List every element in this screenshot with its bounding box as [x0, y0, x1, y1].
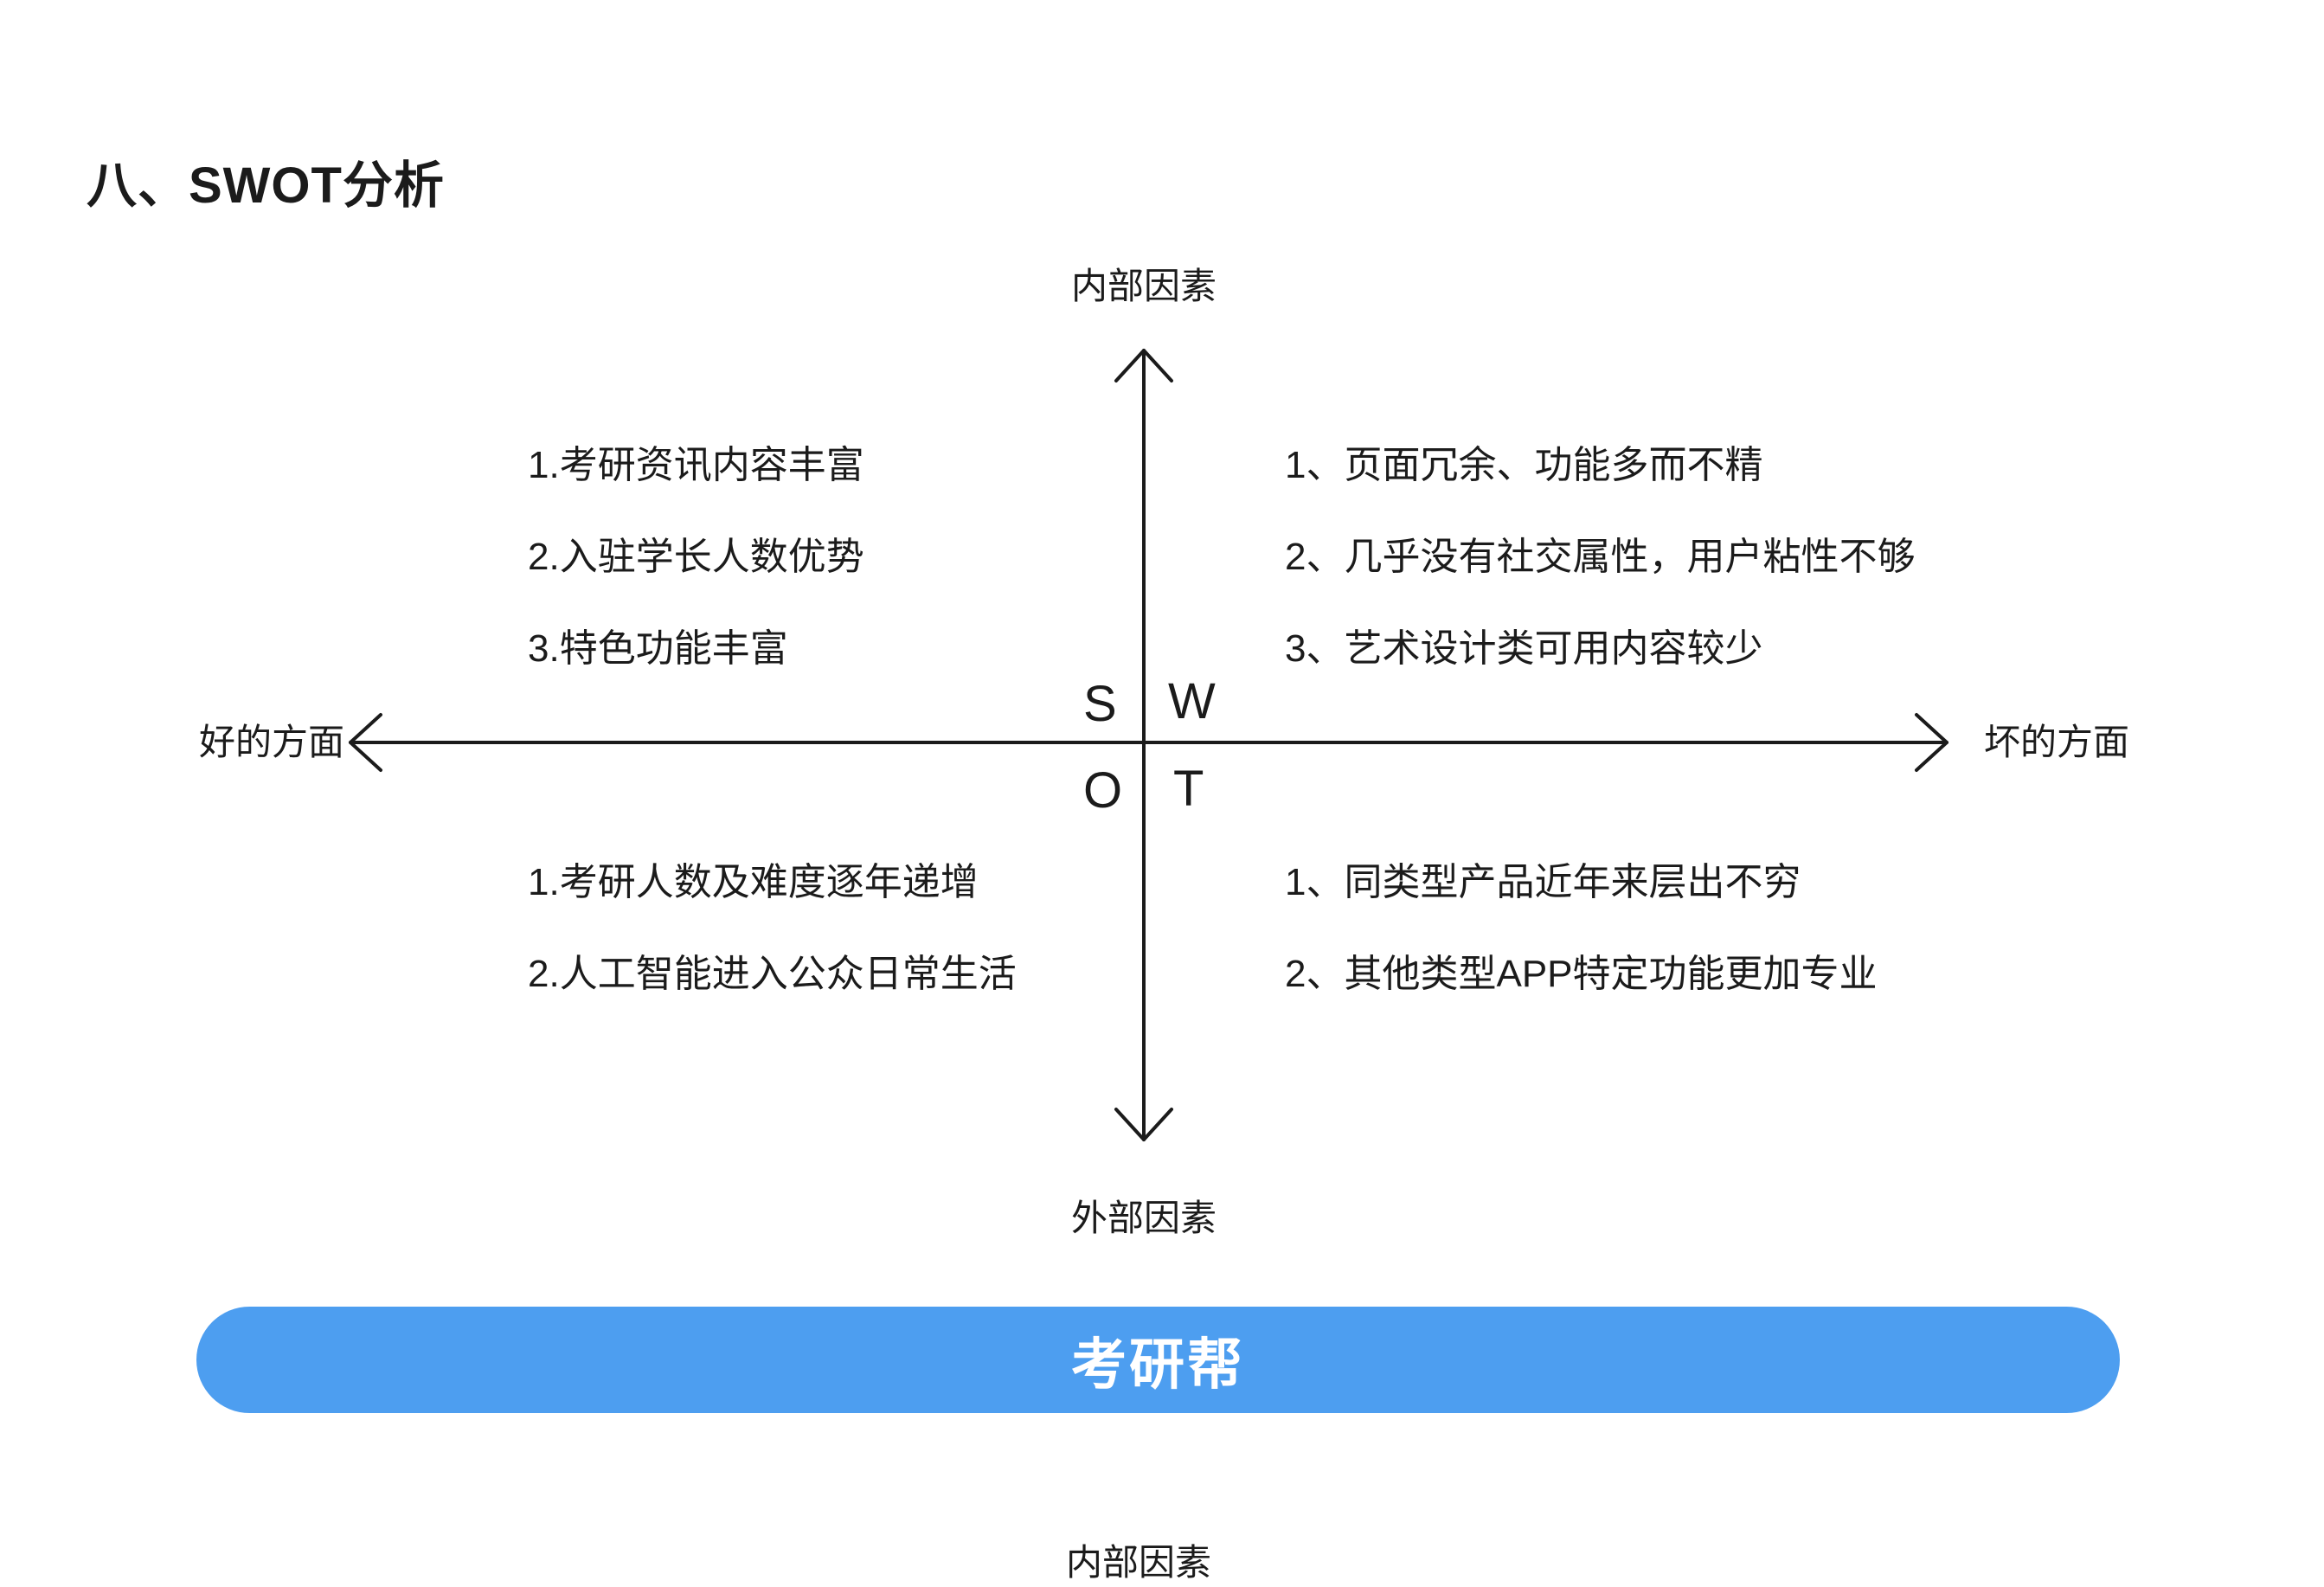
- left-arrowhead-icon: [349, 713, 382, 772]
- quadrant-letter-opportunities: O: [1083, 762, 1123, 819]
- axis-label-bad-aspects: 坏的方面: [1984, 722, 2130, 762]
- list-item: 2、其他类型APP特定功能更加专业: [1285, 953, 1878, 995]
- axis-label-good-aspects: 好的方面: [199, 722, 345, 762]
- list-item: 2、几乎没有社交属性，用户粘性不够: [1285, 536, 1916, 578]
- quadrant-letter-threats: T: [1173, 761, 1204, 817]
- banner-label: 考研帮: [1071, 1333, 1245, 1396]
- list-item: 3、艺术设计类可用内容较少: [1285, 627, 1763, 670]
- app-name-banner: 考研帮: [196, 1307, 2120, 1413]
- list-item: 1、同类型产品近年来层出不穷: [1285, 861, 1801, 903]
- list-item: 2.入驻学长人数优势: [528, 536, 864, 578]
- opportunities-list: 1.考研人数及难度逐年递增 2.人工智能进入公众日常生活: [528, 864, 1017, 993]
- list-item: 3.特色功能丰富: [528, 627, 788, 670]
- strengths-list: 1.考研资讯内容丰富 2.入驻学长人数优势 3.特色功能丰富: [528, 447, 864, 668]
- threats-list: 1、同类型产品近年来层出不穷 2、其他类型APP特定功能更加专业: [1285, 864, 1878, 993]
- page-title: 八、SWOT分析: [87, 157, 445, 214]
- weaknesses-list: 1、页面冗余、功能多而不精 2、几乎没有社交属性，用户粘性不够 3、艺术设计类可…: [1285, 447, 1915, 668]
- down-arrowhead-icon: [1114, 1108, 1173, 1141]
- up-arrowhead-icon: [1114, 349, 1173, 382]
- list-item: 1、页面冗余、功能多而不精: [1285, 444, 1763, 486]
- quadrant-letter-weaknesses: W: [1168, 673, 1216, 729]
- axis-label-internal-factors: 内部因素: [1070, 266, 1217, 306]
- list-item: 2.人工智能进入公众日常生活: [528, 953, 1017, 995]
- list-item: 1.考研资讯内容丰富: [528, 444, 864, 486]
- axis-label-external-factors: 外部因素: [1070, 1198, 1217, 1238]
- right-arrowhead-icon: [1915, 713, 1948, 772]
- list-item: 1.考研人数及难度逐年递增: [528, 861, 979, 903]
- quadrant-letter-strengths: S: [1083, 676, 1117, 732]
- next-section-axis-label: 内部因素: [1065, 1542, 1212, 1583]
